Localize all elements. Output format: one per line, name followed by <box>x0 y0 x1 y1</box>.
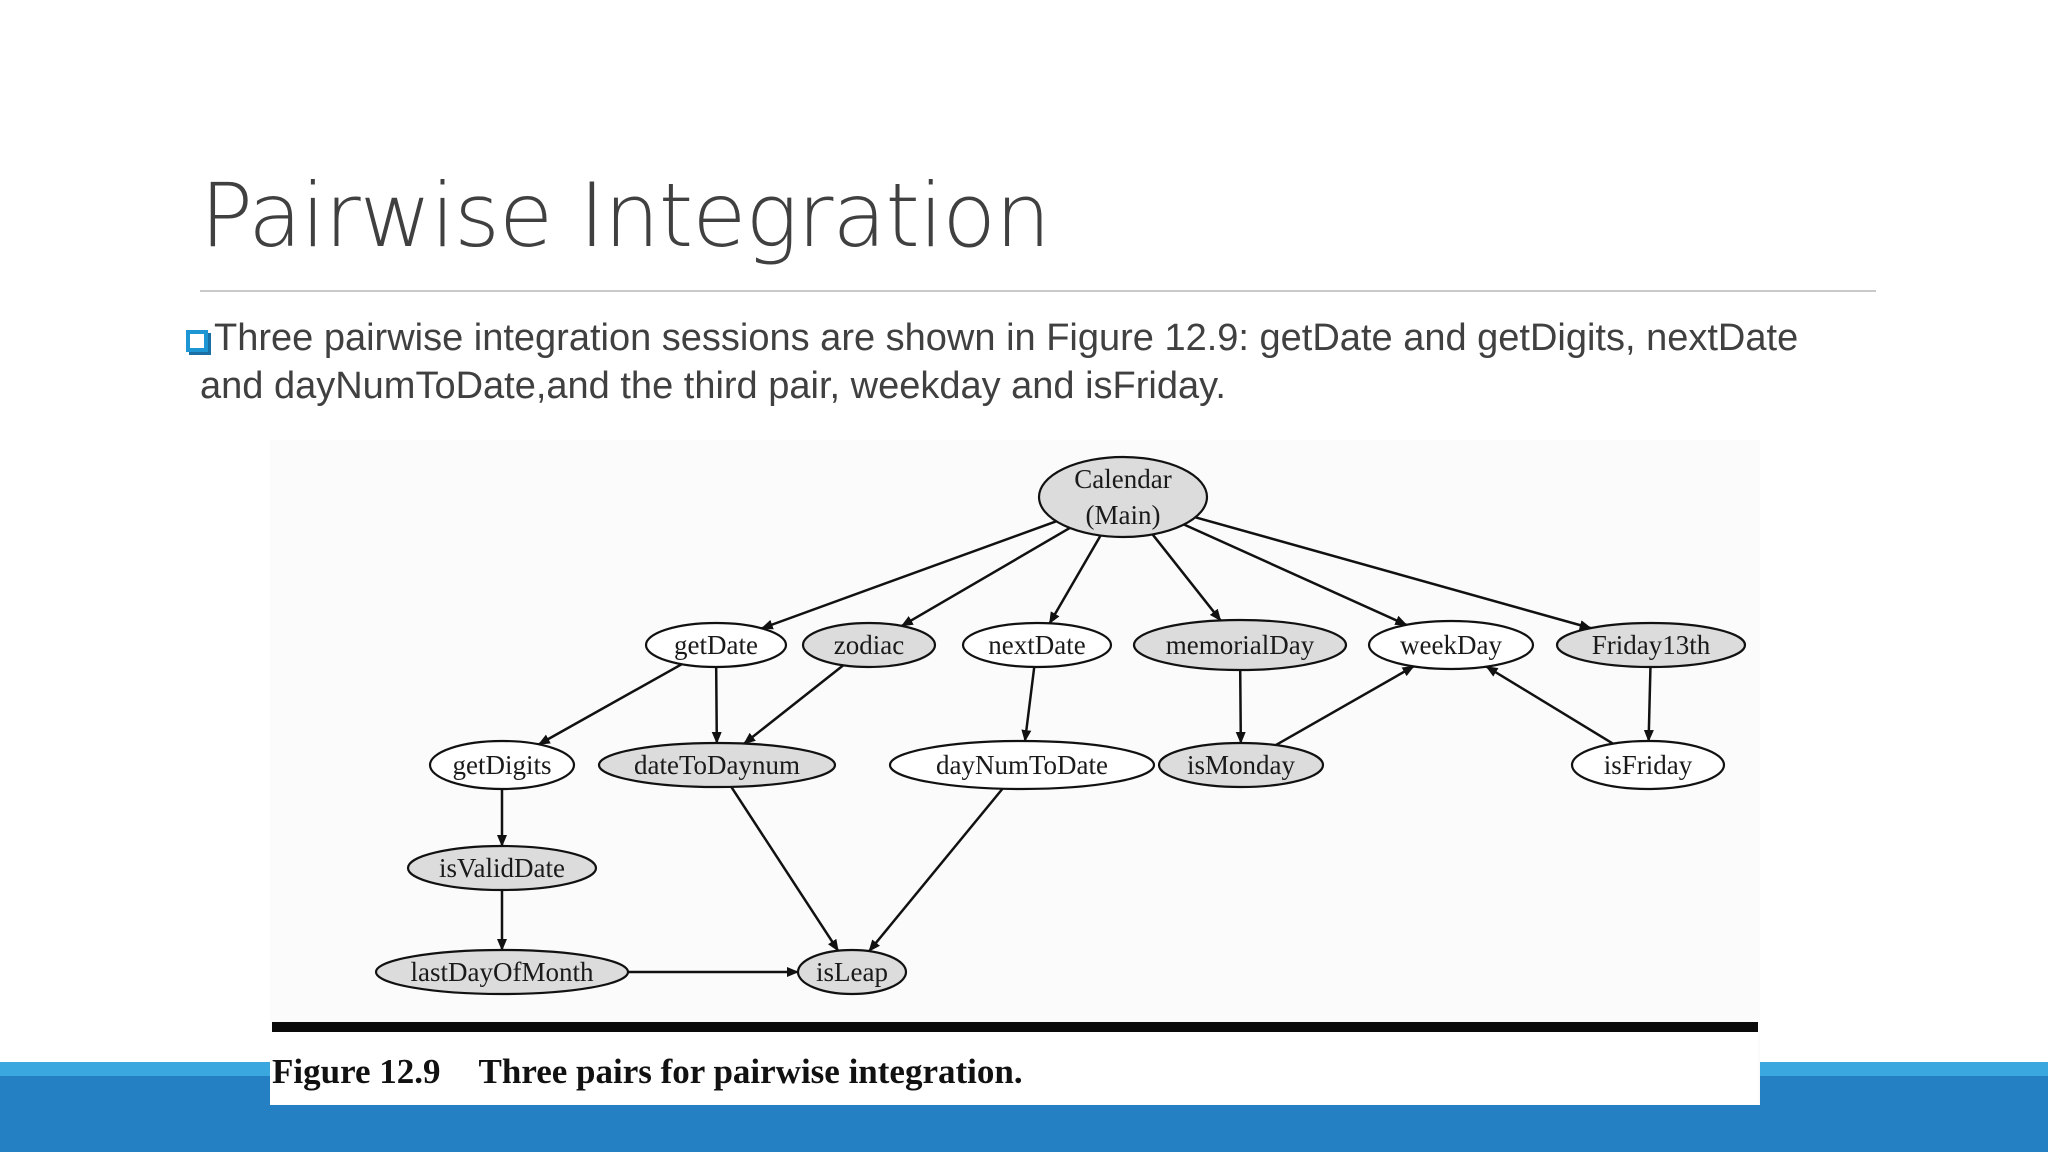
edge-dateToDaynum-to-isLeap <box>730 786 840 952</box>
bullet-text-line1: Three pairwise integration sessions are … <box>214 317 1799 359</box>
node-calendar: Calendar (Main) <box>1037 455 1209 539</box>
node-label-calendar-1: Calendar <box>1074 464 1171 494</box>
node-ellipse-isFriday <box>1570 739 1726 791</box>
node-isLeap: isLeap <box>796 948 908 996</box>
edge-calendar-to-memorialDay <box>1151 533 1222 622</box>
node-label-isFriday: isFriday <box>1604 750 1693 780</box>
node-dayNumToDate: dayNumToDate <box>888 739 1156 791</box>
edge-friday13th-to-isFriday <box>1643 666 1654 743</box>
edge-getDate-to-dateToDaynum <box>711 666 722 744</box>
edge-calendar-to-weekDay <box>1183 523 1408 627</box>
node-dateToDaynum: dateToDaynum <box>597 741 837 789</box>
node-label-friday13th: Friday13th <box>1592 630 1711 660</box>
node-label-memorialDay: memorialDay <box>1166 630 1315 660</box>
node-label-calendar-2: (Main) <box>1086 500 1161 530</box>
edge-memorialDay-to-isMonday <box>1235 669 1246 745</box>
call-graph-figure: Calendar (Main) getDate zodiac nextDate memor… <box>270 440 1760 1105</box>
node-ellipse-memorialDay <box>1132 618 1348 672</box>
node-label-nextDate: nextDate <box>988 630 1085 660</box>
node-label-isLeap: isLeap <box>816 957 888 987</box>
node-friday13th: Friday13th <box>1555 621 1747 669</box>
hollow-square-bullet-icon <box>186 330 208 352</box>
edge-calendar-to-friday13th <box>1195 516 1592 630</box>
node-getDigits: getDigits <box>428 739 576 791</box>
node-ellipse-weekDay <box>1367 619 1535 671</box>
edge-calendar-to-nextDate <box>1048 534 1102 625</box>
edge-isFriday-to-weekDay <box>1485 665 1614 745</box>
node-ellipse-dateToDaynum <box>597 741 837 789</box>
node-weekDay: weekDay <box>1367 619 1535 671</box>
node-ellipse-isLeap <box>796 948 908 996</box>
node-ellipse-zodiac <box>801 621 937 669</box>
edge-getDate-to-getDigits <box>537 663 683 746</box>
node-ellipse-getDigits <box>428 739 576 791</box>
caption-text: Three pairs for pairwise integration. <box>478 1052 1023 1091</box>
node-lastDayOfMonth: lastDayOfMonth <box>374 948 630 996</box>
node-nextDate: nextDate <box>961 621 1113 669</box>
node-memorialDay: memorialDay <box>1132 618 1348 672</box>
node-zodiac: zodiac <box>801 621 937 669</box>
node-label-dayNumToDate: dayNumToDate <box>936 750 1108 780</box>
node-label-isMonday: isMonday <box>1187 750 1296 780</box>
node-isMonday: isMonday <box>1157 741 1325 789</box>
node-ellipse-friday13th <box>1555 621 1747 669</box>
edge-calendar-to-getDate <box>760 520 1057 630</box>
edge-zodiac-to-dateToDaynum <box>743 664 845 745</box>
call-graph-diagram: Calendar (Main) getDate zodiac nextDate memor… <box>374 455 1747 996</box>
node-getDate: getDate <box>644 621 788 669</box>
node-label-isValidDate: isValidDate <box>439 853 565 883</box>
caption-box <box>270 1022 1758 1104</box>
node-isFriday: isFriday <box>1570 739 1726 791</box>
edge-calendar-to-zodiac <box>900 526 1071 627</box>
slide-title: Pairwise Integration <box>200 164 1051 267</box>
bullet-text-line2: and dayNumToDate,and the third pair, wee… <box>200 365 1226 407</box>
node-ellipse-lastDayOfMonth <box>374 948 630 996</box>
node-label-zodiac: zodiac <box>834 630 904 660</box>
node-label-getDate: getDate <box>674 630 758 660</box>
title-divider <box>200 290 1876 292</box>
figure-caption: Figure 12.9 Three pairs for pairwise inte… <box>272 1052 1023 1092</box>
node-ellipse-dayNumToDate <box>888 739 1156 791</box>
node-label-lastDayOfMonth: lastDayOfMonth <box>411 957 594 987</box>
caption-number: Figure 12.9 <box>272 1052 441 1091</box>
node-label-dateToDaynum: dateToDaynum <box>634 750 800 780</box>
node-ellipse-isValidDate <box>406 844 598 892</box>
edge-dayNumToDate-to-isLeap <box>868 787 1004 952</box>
node-label-weekDay: weekDay <box>1400 630 1502 660</box>
edge-isMonday-to-weekDay <box>1275 665 1415 747</box>
node-isValidDate: isValidDate <box>406 844 598 892</box>
node-ellipse-getDate <box>644 621 788 669</box>
caption-rule <box>272 1022 1758 1032</box>
node-ellipse-isMonday <box>1157 741 1325 789</box>
bullet-paragraph: Three pairwise integration sessions are … <box>186 314 1876 410</box>
edge-nextDate-to-dayNumToDate <box>1021 666 1036 742</box>
node-label-getDigits: getDigits <box>453 750 552 780</box>
node-ellipse-nextDate <box>961 621 1113 669</box>
node-ellipse-calendar <box>1037 455 1209 539</box>
